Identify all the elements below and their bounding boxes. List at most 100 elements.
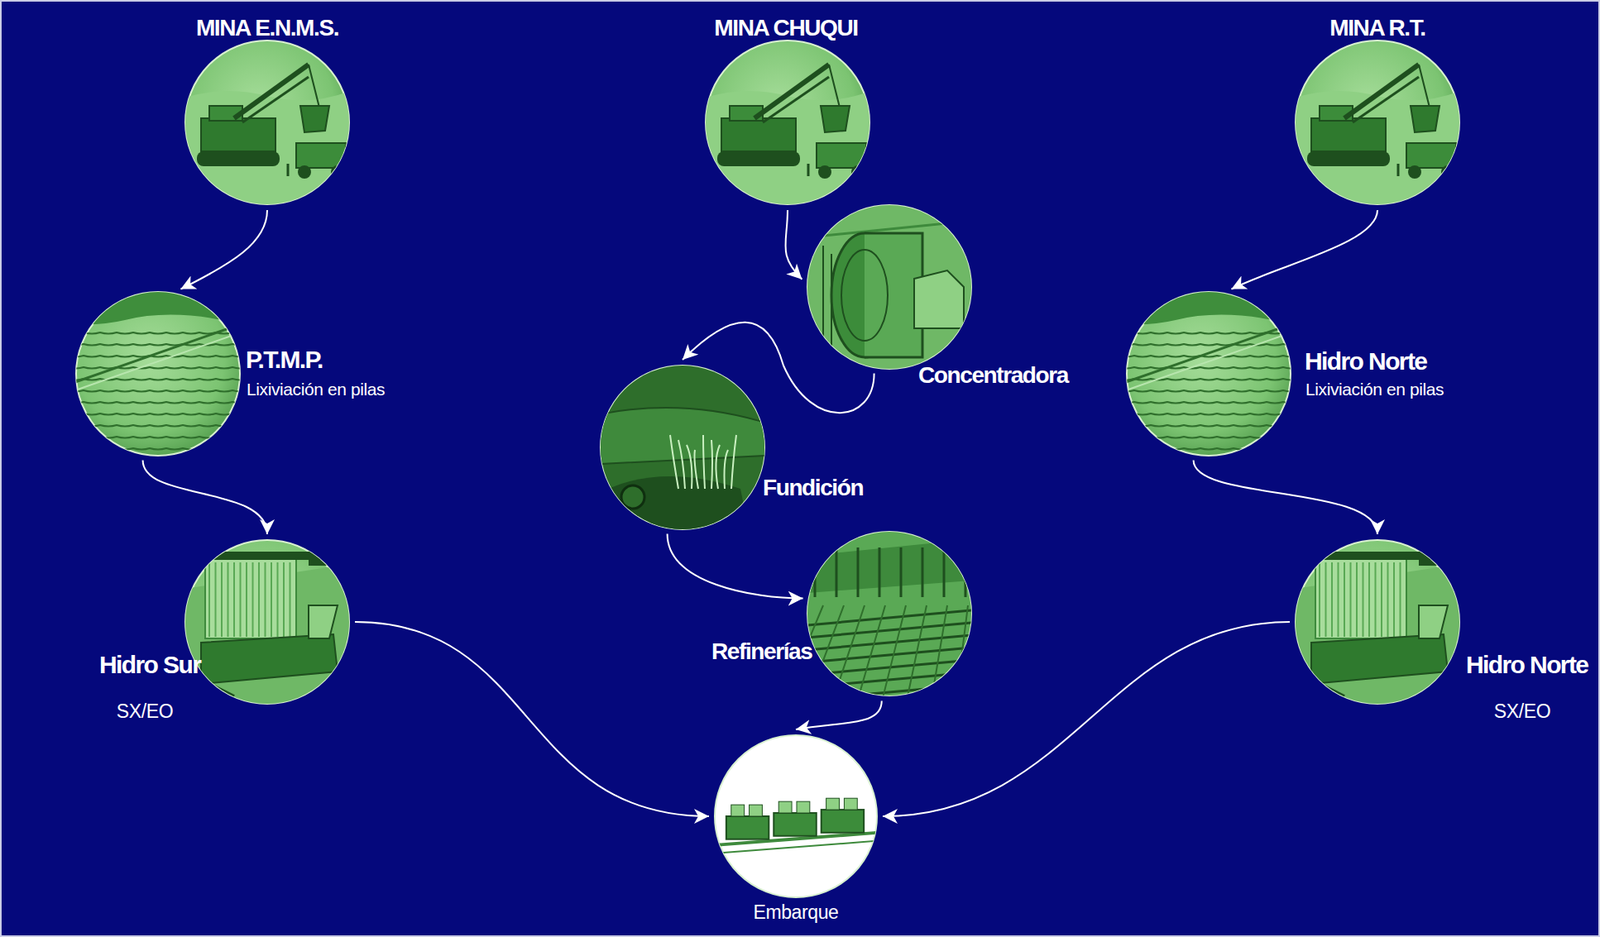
illustration-shape: [75, 390, 241, 393]
illustration: [184, 64, 350, 206]
illustration-shape: [857, 547, 860, 598]
illustration-shape: [921, 547, 925, 598]
illustration-shape: [778, 801, 792, 814]
illustration-shape: [201, 118, 276, 152]
illustration-shape: [806, 204, 973, 370]
illustration-shape: [820, 105, 850, 133]
illustration-shape: [806, 684, 973, 697]
illustration-shape: [878, 547, 882, 598]
node-sublabel: Lixiviación en pilas: [1305, 379, 1444, 400]
illustration-shape: [599, 407, 766, 465]
illustration-shape: [1350, 562, 1352, 638]
illustration-shape: [75, 332, 241, 391]
flow-arrow: [785, 210, 802, 280]
illustration-shape: [900, 547, 903, 598]
illustration-shape: [330, 165, 345, 179]
illustration-shape: [731, 435, 737, 489]
illustration-shape: [1355, 562, 1358, 638]
illustration: [75, 291, 241, 457]
node-label: Hidro Norte: [1304, 347, 1427, 377]
illustration-shape: [1380, 562, 1383, 638]
node-circle: [185, 540, 350, 705]
illustration-shape: [1315, 555, 1407, 639]
illustration-shape: [599, 364, 766, 531]
illustration-shape: [841, 249, 888, 341]
node-circle: [1126, 292, 1291, 456]
illustration-shape: [1441, 165, 1455, 179]
node-label: Hidro Sur: [99, 651, 201, 681]
illustration-shape: [816, 143, 867, 168]
illustration-shape: [239, 562, 242, 638]
illustration-shape: [1393, 562, 1395, 638]
illustration-shape: [806, 605, 844, 697]
node-illustration: [704, 39, 871, 206]
illustration-shape: [75, 344, 241, 346]
illustration-shape: [215, 562, 217, 638]
illustration-shape: [1408, 165, 1422, 179]
illustration-shape: [856, 605, 886, 697]
process-node: Refinerías: [806, 531, 973, 697]
illustration-shape: [851, 165, 865, 179]
illustration-shape: [1410, 105, 1440, 133]
illustration-shape: [1331, 562, 1333, 638]
illustration-shape: [905, 605, 927, 697]
illustration-shape: [1387, 562, 1390, 638]
process-node: Fundición: [599, 364, 766, 531]
illustration-shape: [270, 562, 273, 638]
node-label: Refinerías: [711, 638, 812, 666]
illustration-shape: [282, 562, 285, 638]
node-label: P.T.M.P.: [245, 345, 323, 375]
illustration-shape: [1318, 562, 1321, 638]
illustration-shape: [245, 562, 248, 638]
illustration-shape: [233, 562, 235, 638]
flow-arrow: [1231, 210, 1378, 290]
illustration-shape: [75, 324, 241, 383]
flow-arrow: [1193, 459, 1378, 535]
illustration-shape: [1294, 91, 1461, 206]
node-illustration: [713, 734, 878, 899]
illustration-shape: [296, 143, 346, 168]
illustration-shape: [955, 605, 968, 697]
process-node: MINA R.T.: [1294, 39, 1461, 206]
illustration-shape: [704, 91, 871, 206]
illustration-shape: [75, 448, 241, 451]
node-circle: [1295, 540, 1460, 705]
node-illustration: [806, 531, 973, 697]
flow-arrow: [667, 533, 804, 599]
illustration-shape: [308, 605, 338, 639]
illustration-shape: [826, 798, 840, 810]
illustration-shape: [184, 91, 350, 206]
illustration-shape: [1125, 425, 1292, 427]
node-label: MINA E.N.M.S.: [196, 14, 339, 42]
illustration-shape: [264, 562, 267, 638]
illustration: [1294, 64, 1461, 206]
process-node: MINA CHUQUI: [704, 39, 871, 206]
node-illustration: [806, 204, 973, 370]
illustration: [599, 364, 766, 531]
illustration-shape: [201, 634, 338, 685]
node-illustration: [1294, 39, 1461, 206]
illustration-shape: [277, 562, 279, 638]
illustration-shape: [1125, 378, 1292, 381]
illustration-shape: [1311, 634, 1448, 685]
illustration-shape: [806, 539, 973, 594]
illustration-shape: [308, 549, 338, 566]
illustration-shape: [1352, 76, 1419, 123]
flow-arrow: [354, 622, 709, 817]
node-circle: [1295, 40, 1460, 205]
process-node: P.T.M.P.Lixiviación en pilas: [75, 291, 241, 457]
illustration-shape: [718, 841, 878, 854]
illustration-shape: [1397, 163, 1400, 177]
illustration-shape: [1337, 562, 1340, 638]
illustration-shape: [881, 605, 906, 697]
process-node: Hidro NorteLixiviación en pilas: [1125, 291, 1292, 457]
illustration-shape: [1399, 562, 1402, 638]
illustration-shape: [252, 562, 254, 638]
illustration-shape: [762, 76, 829, 123]
illustration-shape: [1125, 390, 1292, 393]
illustration-shape: [814, 547, 817, 598]
illustration-shape: [1311, 551, 1436, 561]
illustration-shape: [843, 798, 858, 810]
illustration-shape: [75, 413, 241, 416]
